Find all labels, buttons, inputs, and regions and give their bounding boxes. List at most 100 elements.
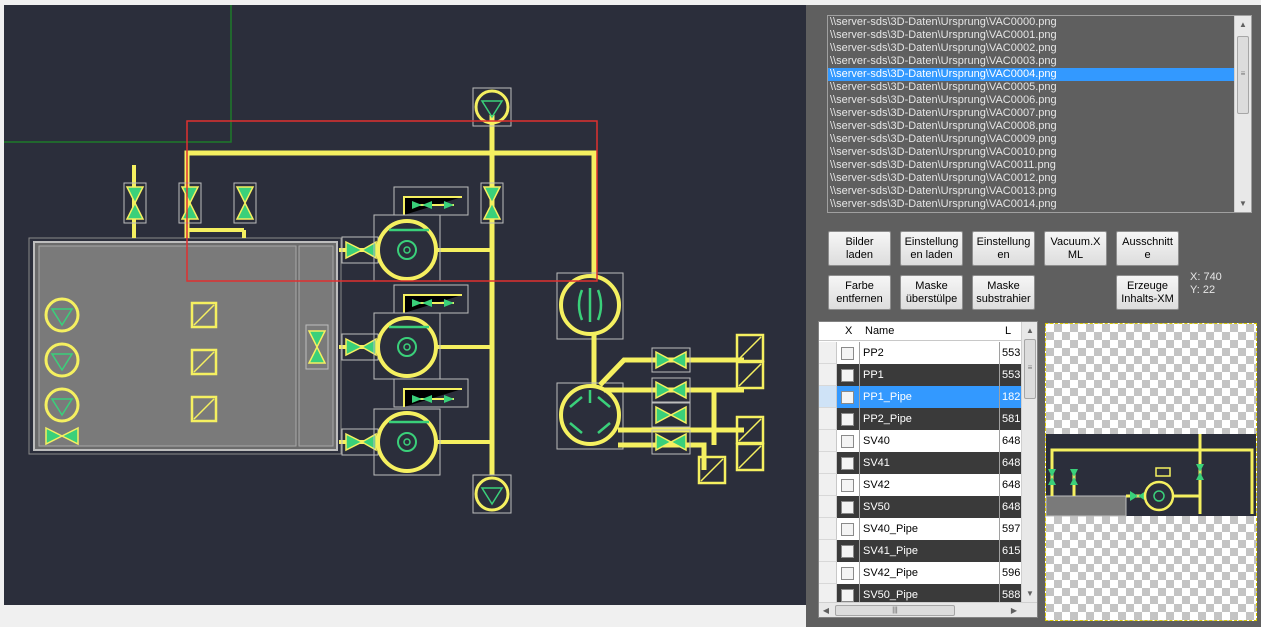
row-header[interactable]: [819, 364, 837, 386]
row-header[interactable]: [819, 562, 837, 584]
row-l-cell[interactable]: 553: [999, 342, 1021, 364]
row-name-cell[interactable]: PP2: [859, 342, 999, 364]
erzeuge-inhalts-xml-button[interactable]: Erzeuge Inhalts-XM: [1116, 275, 1179, 310]
row-header[interactable]: [819, 430, 837, 452]
file-list-item[interactable]: \\server-sds\3D-Daten\Ursprung\VAC0007.p…: [830, 107, 1057, 119]
row-name-cell[interactable]: SV40_Pipe: [859, 518, 999, 540]
row-name-cell[interactable]: SV41: [859, 452, 999, 474]
row-checkbox[interactable]: [841, 369, 854, 382]
row-name-cell[interactable]: SV40: [859, 430, 999, 452]
row-checkbox[interactable]: [841, 501, 854, 514]
file-list-item[interactable]: \\server-sds\3D-Daten\Ursprung\VAC0006.p…: [830, 94, 1057, 106]
row-header[interactable]: [819, 386, 837, 408]
grid-scroll-right-icon[interactable]: ▶: [1010, 606, 1018, 615]
file-list-item[interactable]: \\server-sds\3D-Daten\Ursprung\VAC0012.p…: [830, 172, 1057, 184]
row-l-cell[interactable]: 648: [999, 496, 1021, 518]
einstellungen-button[interactable]: Einstellung en: [972, 231, 1035, 266]
grid-scroll-down-icon[interactable]: ▼: [1026, 589, 1034, 598]
grid-hscroll-thumb[interactable]: |||: [835, 605, 955, 616]
image-file-list[interactable]: \\server-sds\3D-Daten\Ursprung\VAC0000.p…: [827, 15, 1252, 213]
row-checkbox[interactable]: [841, 479, 854, 492]
column-header-check[interactable]: X: [845, 325, 853, 337]
schematic-canvas[interactable]: [4, 5, 806, 605]
row-checkbox[interactable]: [841, 523, 854, 536]
row-l-cell[interactable]: 648: [999, 452, 1021, 474]
row-header[interactable]: [819, 540, 837, 562]
scroll-up-icon[interactable]: ▲: [1239, 20, 1247, 29]
row-checkbox[interactable]: [841, 545, 854, 558]
row-header[interactable]: [819, 518, 837, 540]
row-checkbox[interactable]: [841, 567, 854, 580]
file-list-item[interactable]: \\server-sds\3D-Daten\Ursprung\VAC0013.p…: [830, 185, 1057, 197]
row-l-cell[interactable]: 596: [999, 562, 1021, 584]
row-l-cell[interactable]: 182: [999, 386, 1021, 408]
scroll-down-icon[interactable]: ▼: [1239, 199, 1247, 208]
file-list-scrollbar[interactable]: ▲ ≡ ▼: [1234, 16, 1251, 212]
row-l-cell[interactable]: 615: [999, 540, 1021, 562]
grid-horizontal-scrollbar[interactable]: ◀ ||| ▶: [819, 602, 1037, 617]
file-list-item[interactable]: \\server-sds\3D-Daten\Ursprung\VAC0010.p…: [830, 146, 1057, 158]
row-name-cell[interactable]: SV41_Pipe: [859, 540, 999, 562]
row-header[interactable]: [819, 408, 837, 430]
grid-scroll-up-icon[interactable]: ▲: [1026, 326, 1034, 335]
row-checkbox[interactable]: [841, 457, 854, 470]
row-name-cell[interactable]: SV50: [859, 496, 999, 518]
file-list-item[interactable]: \\server-sds\3D-Daten\Ursprung\VAC0001.p…: [830, 29, 1057, 41]
row-header[interactable]: [819, 452, 837, 474]
maske-ueberstuelpe-button[interactable]: Maske überstülpe: [900, 275, 963, 310]
scroll-thumb[interactable]: ≡: [1237, 36, 1249, 114]
row-checkbox[interactable]: [841, 391, 854, 404]
row-header[interactable]: [819, 342, 837, 364]
row-l-cell[interactable]: 553: [999, 364, 1021, 386]
file-list-item[interactable]: \\server-sds\3D-Daten\Ursprung\VAC0011.p…: [830, 159, 1056, 171]
row-l-cell[interactable]: 648: [999, 474, 1021, 496]
maske-substrahier-button[interactable]: Maske substrahier: [972, 275, 1035, 310]
row-l-cell[interactable]: 581: [999, 408, 1021, 430]
einstellungen-laden-button[interactable]: Einstellung en laden: [900, 231, 963, 266]
file-list-item[interactable]: \\server-sds\3D-Daten\Ursprung\VAC0003.p…: [830, 55, 1057, 67]
grid-vertical-scrollbar[interactable]: ▲ ≡ ▼: [1021, 322, 1037, 602]
grid-scroll-left-icon[interactable]: ◀: [822, 606, 830, 615]
file-list-item[interactable]: \\server-sds\3D-Daten\Ursprung\VAC0009.p…: [830, 133, 1057, 145]
row-name-cell[interactable]: SV42: [859, 474, 999, 496]
file-list-item[interactable]: \\server-sds\3D-Daten\Ursprung\VAC0002.p…: [830, 42, 1057, 54]
row-name-cell[interactable]: SV42_Pipe: [859, 562, 999, 584]
row-name-cell[interactable]: PP1_Pipe: [859, 386, 999, 408]
row-name-cell[interactable]: PP1: [859, 364, 999, 386]
row-header[interactable]: [819, 474, 837, 496]
row-checkbox[interactable]: [841, 589, 854, 602]
ausschnitte-button[interactable]: Ausschnitt e: [1116, 231, 1179, 266]
file-list-item[interactable]: \\server-sds\3D-Daten\Ursprung\VAC0000.p…: [830, 16, 1057, 28]
file-list-item[interactable]: \\server-sds\3D-Daten\Ursprung\VAC0014.p…: [830, 198, 1057, 210]
file-list-item[interactable]: \\server-sds\3D-Daten\Ursprung\VAC0008.p…: [830, 120, 1057, 132]
grid-scroll-thumb[interactable]: ≡: [1024, 339, 1036, 399]
row-name-cell[interactable]: PP2_Pipe: [859, 408, 999, 430]
bilder-laden-button[interactable]: Bilder laden: [828, 231, 891, 266]
file-list-item[interactable]: \\server-sds\3D-Daten\Ursprung\VAC0004.p…: [828, 68, 1234, 81]
vacuum-xml-button[interactable]: Vacuum.X ML: [1044, 231, 1107, 266]
row-name-cell[interactable]: SV50_Pipe: [859, 584, 999, 606]
file-list-item[interactable]: \\server-sds\3D-Daten\Ursprung\VAC0005.p…: [830, 81, 1057, 93]
farbe-entfernen-button[interactable]: Farbe entfernen: [828, 275, 891, 310]
row-l-cell[interactable]: 588: [999, 584, 1021, 606]
row-checkbox[interactable]: [841, 435, 854, 448]
column-header-name[interactable]: Name: [865, 325, 895, 337]
row-l-cell[interactable]: 648: [999, 430, 1021, 452]
row-checkbox[interactable]: [841, 347, 854, 360]
row-checkbox[interactable]: [841, 413, 854, 426]
column-header-l[interactable]: L: [1005, 325, 1012, 337]
row-l-cell[interactable]: 597: [999, 518, 1021, 540]
